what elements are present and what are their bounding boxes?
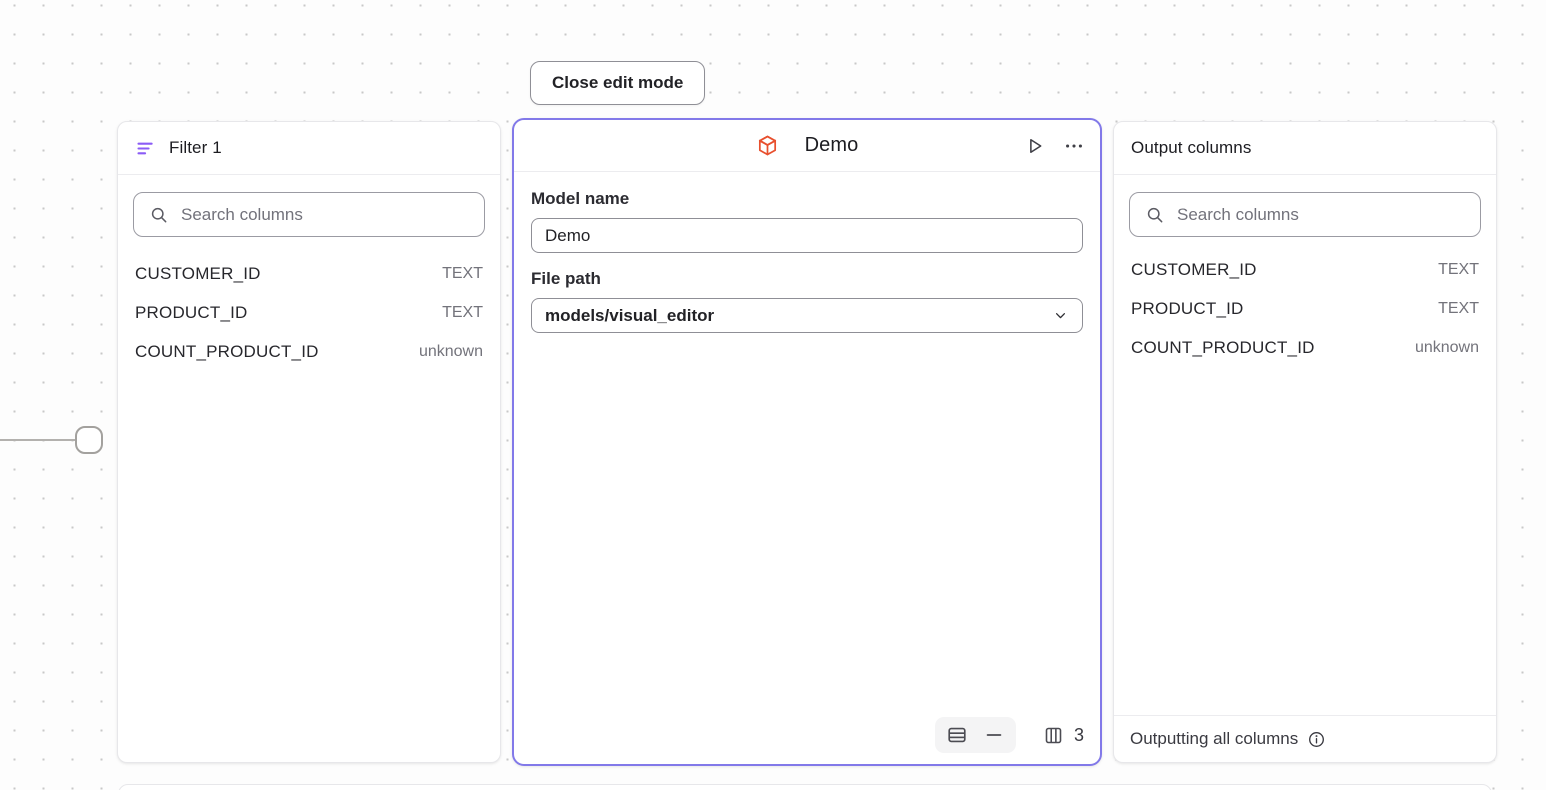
filter-search-box[interactable]: [133, 192, 485, 237]
model-node-footer: 3: [934, 717, 1084, 753]
model-node-title: Demo: [804, 134, 859, 156]
column-name: CUSTOMER_ID: [135, 263, 261, 283]
table-rows-icon[interactable]: [946, 724, 968, 746]
column-type: TEXT: [442, 264, 483, 282]
output-panel-title: Output columns: [1131, 138, 1252, 157]
output-column-list: CUSTOMER_ID TEXT PRODUCT_ID TEXT COUNT_P…: [1114, 237, 1496, 367]
output-search-box[interactable]: [1129, 192, 1481, 237]
search-icon: [149, 205, 169, 225]
more-options-button[interactable]: [1063, 135, 1085, 157]
column-row: PRODUCT_ID TEXT: [120, 293, 498, 332]
column-row: COUNT_PRODUCT_ID unknown: [120, 332, 498, 371]
model-cube-icon: [756, 134, 779, 157]
chevron-down-icon: [1052, 307, 1069, 324]
edge-connector-line: [0, 439, 76, 441]
info-icon[interactable]: [1307, 730, 1326, 749]
column-name: COUNT_PRODUCT_ID: [135, 341, 319, 361]
column-name: COUNT_PRODUCT_ID: [1131, 337, 1315, 357]
column-type: TEXT: [1438, 299, 1479, 317]
close-edit-mode-button[interactable]: Close edit mode: [530, 61, 706, 105]
minus-icon[interactable]: [983, 724, 1005, 746]
column-row: CUSTOMER_ID TEXT: [120, 254, 498, 293]
search-icon: [1145, 205, 1165, 225]
model-node-body: Model name File path models/visual_edito…: [514, 172, 1100, 333]
file-path-value: models/visual_editor: [545, 305, 715, 325]
column-type: unknown: [1414, 338, 1479, 356]
column-row: CUSTOMER_ID TEXT: [1116, 250, 1494, 289]
model-name-label: Model name: [531, 189, 630, 208]
filter-node[interactable]: Filter 1 CUSTOMER_ID TEXT PRODUCT_ID TEX…: [117, 121, 501, 763]
run-model-button[interactable]: [1024, 135, 1046, 157]
columns-icon: [1043, 725, 1064, 746]
column-name: PRODUCT_ID: [1131, 298, 1244, 318]
file-path-select[interactable]: models/visual_editor: [531, 298, 1083, 333]
model-node-header: Demo: [514, 120, 1100, 172]
output-footer: Outputting all columns: [1114, 715, 1496, 762]
column-type: TEXT: [1438, 260, 1479, 278]
file-path-label: File path: [531, 269, 601, 288]
model-name-input[interactable]: [531, 218, 1083, 253]
filter-node-title: Filter 1: [169, 138, 222, 157]
column-row: PRODUCT_ID TEXT: [1116, 289, 1494, 328]
column-count-value: 3: [1073, 724, 1084, 745]
column-name: PRODUCT_ID: [135, 302, 248, 322]
output-footer-text: Outputting all columns: [1130, 729, 1299, 748]
column-type: unknown: [418, 342, 483, 360]
column-name: CUSTOMER_ID: [1131, 259, 1257, 279]
output-panel-header: Output columns: [1114, 122, 1496, 175]
filter-column-list: CUSTOMER_ID TEXT PRODUCT_ID TEXT COUNT_P…: [118, 237, 500, 371]
column-count-indicator[interactable]: 3: [1043, 725, 1084, 746]
column-type: TEXT: [442, 303, 483, 321]
bottom-panel-edge: [118, 784, 1492, 790]
filter-search-input[interactable]: [181, 204, 469, 225]
output-search-input[interactable]: [1177, 204, 1465, 225]
output-columns-panel[interactable]: Output columns CUSTOMER_ID TEXT PRODUCT_…: [1113, 121, 1497, 763]
preview-toggle-group[interactable]: [934, 717, 1016, 753]
filter-node-header: Filter 1: [118, 122, 500, 175]
filter-icon: [135, 138, 156, 159]
column-row: COUNT_PRODUCT_ID unknown: [1116, 328, 1494, 367]
model-editor-node[interactable]: Demo Model name File path models/visual_…: [512, 118, 1102, 766]
edge-connection-handle[interactable]: [75, 426, 103, 454]
